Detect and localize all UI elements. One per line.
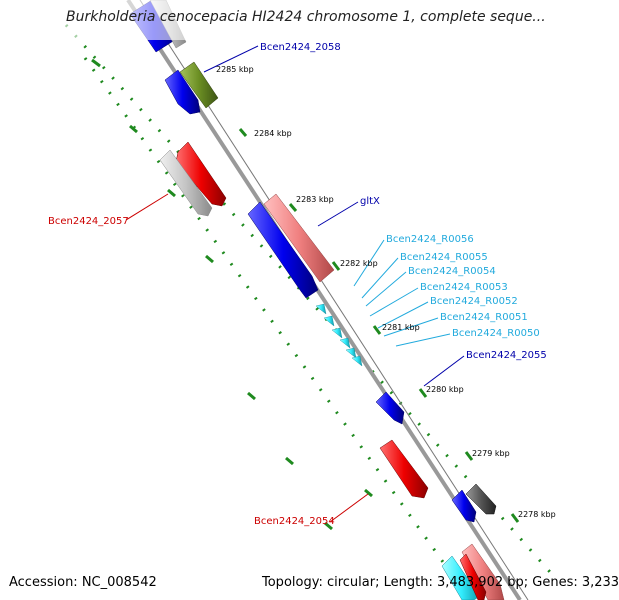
tick-label-2285: 2285 kbp — [216, 65, 254, 74]
accession-text: Accession: NC_008542 — [9, 575, 157, 590]
rna-cluster[interactable] — [315, 303, 363, 367]
label-connectors — [125, 45, 465, 523]
rna-R0053 — [339, 337, 351, 349]
rna-R0054 — [331, 327, 343, 339]
scale-labels: 2285 kbp 2284 kbp 2283 kbp 2282 kbp 2281… — [216, 65, 556, 519]
gene-bottom-red[interactable] — [459, 553, 487, 600]
tick-label-2284: 2284 kbp — [254, 129, 292, 138]
label-r0056: Bcen2424_R0056 — [386, 234, 474, 245]
footer-bar: Accession: NC_008542 Topology: circular;… — [0, 570, 619, 600]
map-title: Burkholderia cenocepacia HI2424 chromoso… — [66, 9, 546, 25]
label-bcen2424-2054: Bcen2424_2054 — [254, 516, 335, 527]
gene-bcen2424-2055[interactable] — [375, 391, 405, 425]
tick-label-2282: 2282 kbp — [340, 259, 378, 268]
label-bcen2424-2055: Bcen2424_2055 — [466, 350, 547, 361]
scale-outer-track — [64, 24, 552, 573]
rna-R0055 — [323, 315, 335, 327]
rna-R0052 — [345, 347, 357, 359]
label-bcen2424-2058: Bcen2424_2058 — [260, 42, 341, 53]
label-r0055: Bcen2424_R0055 — [400, 252, 488, 263]
gene-dark-gray[interactable] — [465, 483, 497, 515]
gene-blue-2[interactable] — [164, 69, 201, 115]
tick-label-2280: 2280 kbp — [426, 385, 464, 394]
gene-bcen2424-2057-gray[interactable] — [159, 149, 213, 217]
label-r0052: Bcen2424_R0052 — [430, 296, 518, 307]
tick-label-2279: 2279 kbp — [472, 449, 510, 458]
major-ticks — [91, 58, 520, 531]
gene-gltx-pink[interactable] — [263, 193, 335, 283]
label-bcen2424-2057: Bcen2424_2057 — [48, 216, 129, 227]
gene-bcen2424-2054[interactable] — [379, 439, 429, 499]
tick-label-2281: 2281 kbp — [382, 323, 420, 332]
gene-labels: Bcen2424_2058 Bcen2424_2057 gltX Bcen242… — [48, 42, 547, 527]
gene-bcen2424-2058[interactable] — [179, 61, 219, 109]
topology-text: Topology: circular; Length: 3,483,902 bp… — [262, 575, 619, 590]
gene-gltx-blue[interactable] — [247, 201, 319, 299]
label-gltx: gltX — [360, 196, 380, 207]
title-bar: Burkholderia cenocepacia HI2424 chromoso… — [0, 0, 600, 40]
label-r0054: Bcen2424_R0054 — [408, 266, 496, 277]
label-r0050: Bcen2424_R0050 — [452, 328, 540, 339]
tick-label-2283: 2283 kbp — [296, 195, 334, 204]
rna-R0051 — [351, 355, 363, 367]
label-r0051: Bcen2424_R0051 — [440, 312, 528, 323]
gene-blue-small[interactable] — [451, 489, 477, 523]
label-r0053: Bcen2424_R0053 — [420, 282, 508, 293]
rna-R0056 — [315, 303, 327, 315]
genome-map: 2285 kbp 2284 kbp 2283 kbp 2282 kbp 2281… — [48, 0, 556, 600]
tick-label-2278: 2278 kbp — [518, 510, 556, 519]
